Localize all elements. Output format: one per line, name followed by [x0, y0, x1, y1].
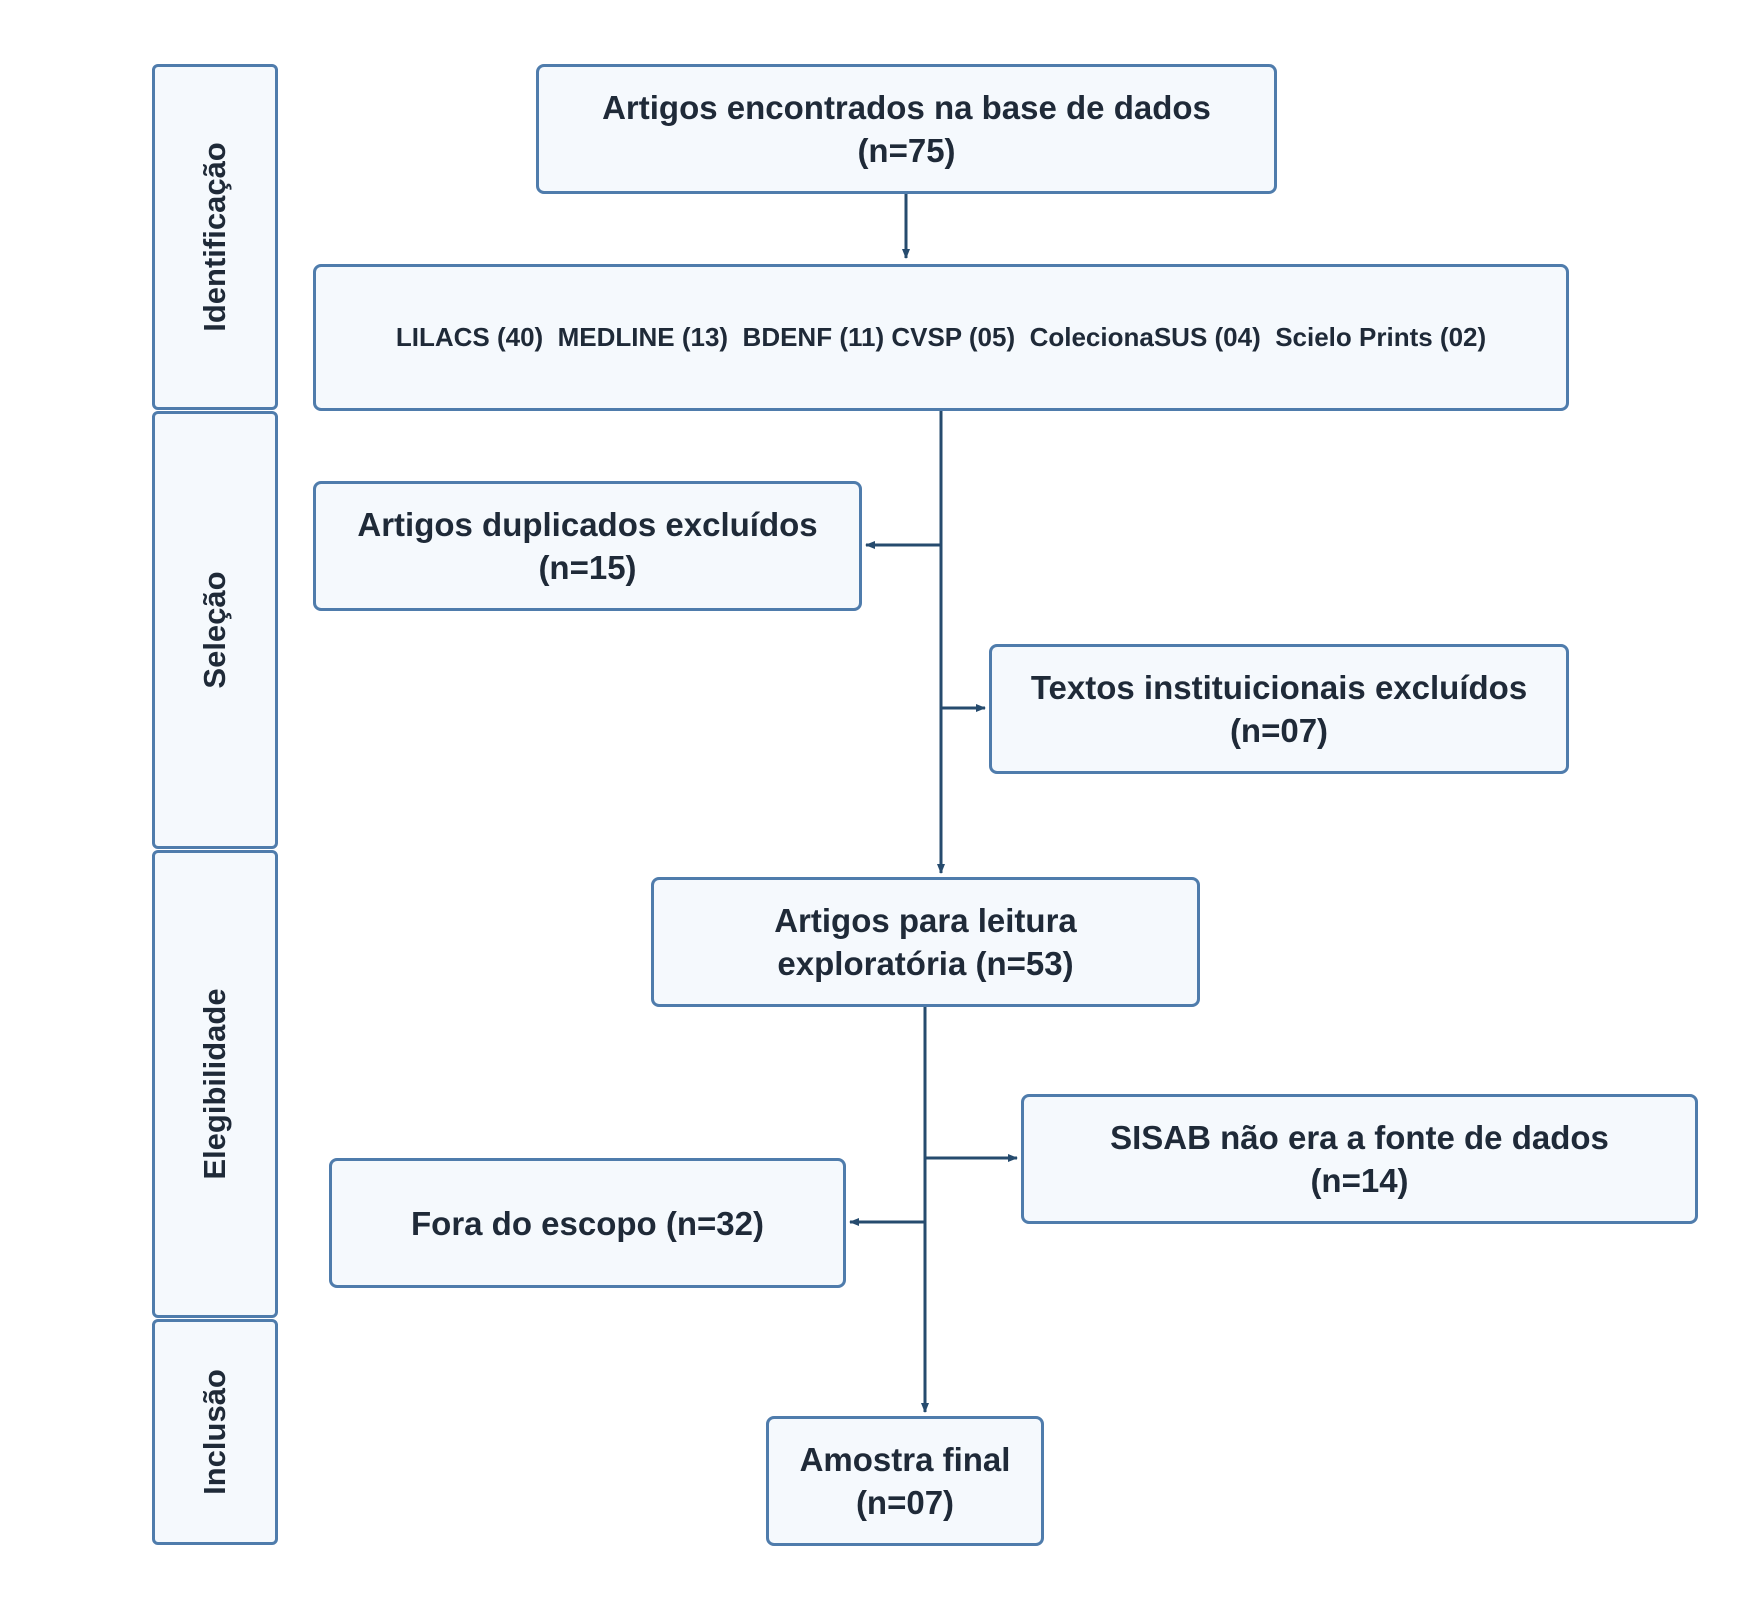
box-fora-do-escopo: Fora do escopo (n=32) [329, 1158, 846, 1288]
box-duplicados-line1: Artigos duplicados excluídos [357, 506, 818, 543]
phase-inclusao: Inclusão [152, 1319, 278, 1545]
phase-elegibilidade: Elegibilidade [152, 850, 278, 1318]
box-institucionais-line2: (n=07) [1229, 712, 1329, 749]
box-artigos-encontrados-line1: Artigos encontrados na base de dados [602, 89, 1211, 126]
box-duplicados-line2: (n=15) [538, 549, 637, 586]
phase-identificacao-label: Identificação [197, 142, 232, 332]
arrow-to-duplicados [865, 536, 943, 549]
box-final-line1: Amostra final [799, 1441, 1011, 1478]
box-final-line2: (n=07) [855, 1484, 955, 1521]
arrow-to-institucionais [939, 700, 986, 712]
phase-selecao-label: Seleção [197, 571, 232, 689]
box-sisab-nao-fonte: SISAB não era a fonte de dados (n=14) [1021, 1094, 1698, 1224]
phase-inclusao-label: Inclusão [197, 1369, 232, 1495]
box-database-sources: LILACS (40) MEDLINE (13) BDENF (11) CVSP… [313, 264, 1569, 411]
box-artigos-encontrados-line2: (n=75) [857, 132, 956, 169]
box-sisab-line2: (n=14) [1310, 1162, 1409, 1199]
box-leitura-exploratoria: Artigos para leitura exploratória (n=53) [651, 877, 1200, 1007]
phase-elegibilidade-label: Elegibilidade [197, 988, 232, 1180]
box-sisab-line1: SISAB não era a fonte de dados [1110, 1119, 1609, 1156]
box-escopo-line1: Fora do escopo (n=32) [411, 1204, 764, 1242]
box-database-sources-text: LILACS (40) MEDLINE (13) BDENF (11) CVSP… [395, 322, 1487, 352]
phase-selecao: Seleção [152, 411, 278, 849]
box-artigos-encontrados: Artigos encontrados na base de dados (n=… [536, 64, 1277, 194]
box-institucionais-line1: Textos instituicionais excluídos [1030, 669, 1528, 706]
arrow-to-sisab [923, 1150, 1018, 1162]
box-leitura-line1: Artigos para leitura [774, 902, 1077, 939]
box-duplicados-excluidos: Artigos duplicados excluídos (n=15) [313, 481, 862, 611]
box-amostra-final: Amostra final (n=07) [766, 1416, 1044, 1546]
phase-identificacao: Identificação [152, 64, 278, 410]
box-textos-institucionais-excluidos: Textos instituicionais excluídos (n=07) [989, 644, 1569, 774]
box-leitura-line2: exploratória (n=53) [777, 945, 1074, 982]
arrow-to-escopo [849, 1215, 927, 1226]
